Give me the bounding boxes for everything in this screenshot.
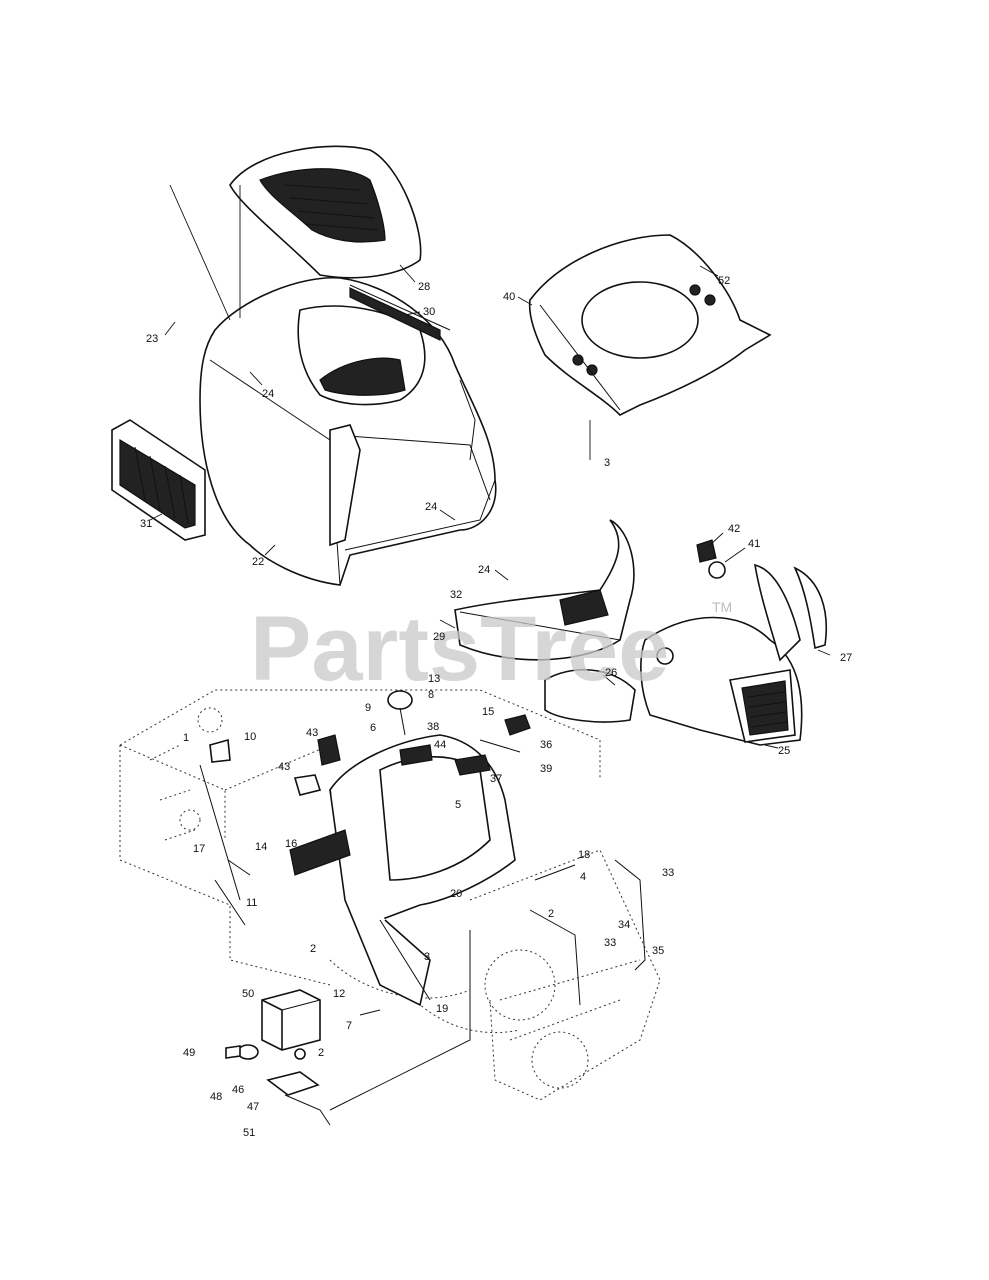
callout-5: 5 <box>455 799 461 811</box>
callout-11: 11 <box>246 897 257 909</box>
callout-6: 6 <box>370 722 376 734</box>
callout-3: 3 <box>604 457 610 469</box>
callout-25: 25 <box>778 745 790 757</box>
callout-26: 26 <box>605 667 617 679</box>
callout-34: 34 <box>618 919 630 931</box>
callout-12: 12 <box>333 988 345 1000</box>
hood-rear-panel <box>528 234 772 416</box>
callout-14: 14 <box>255 841 267 853</box>
callout-51: 51 <box>243 1127 255 1139</box>
callout-22: 22 <box>252 556 264 568</box>
callout-27: 27 <box>840 652 852 664</box>
watermark-trademark: TM <box>712 599 732 615</box>
callout-1: 1 <box>183 732 189 744</box>
callout-47: 47 <box>247 1101 259 1113</box>
leader-lines <box>149 184 831 749</box>
callout-8: 8 <box>428 689 434 701</box>
callout-33: 33 <box>662 867 674 879</box>
callout-33: 33 <box>604 937 616 949</box>
callout-2: 2 <box>310 943 316 955</box>
callout-24: 24 <box>478 564 490 576</box>
callout-30: 30 <box>423 306 435 318</box>
callout-39: 39 <box>540 763 552 775</box>
callout-2: 2 <box>318 1047 324 1059</box>
watermark-text: PartsTree <box>250 598 669 700</box>
callout-43: 43 <box>306 727 318 739</box>
callout-29: 29 <box>433 631 445 643</box>
callout-4: 4 <box>580 871 586 883</box>
callout-13: 13 <box>428 673 440 685</box>
callout-18: 18 <box>578 849 590 861</box>
callout-52: 52 <box>718 275 730 287</box>
callout-49: 49 <box>183 1047 195 1059</box>
callout-40: 40 <box>503 291 515 303</box>
callout-42: 42 <box>728 523 740 535</box>
callout-44: 44 <box>434 739 446 751</box>
hood-top-panel <box>229 145 422 279</box>
front-bumper <box>454 519 635 661</box>
callout-19: 19 <box>436 1003 448 1015</box>
callout-35: 35 <box>652 945 664 957</box>
callout-46: 46 <box>232 1084 244 1096</box>
callout-31: 31 <box>140 518 152 530</box>
callout-50: 50 <box>242 988 254 1000</box>
main-hood <box>199 276 497 586</box>
callout-labels: 28 30 23 24 31 22 24 24 32 40 52 3 42 41… <box>140 275 852 1139</box>
callout-41: 41 <box>748 538 760 550</box>
callout-24: 24 <box>425 501 437 513</box>
callout-37: 37 <box>490 773 502 785</box>
callout-28: 28 <box>418 281 430 293</box>
callout-2: 2 <box>548 908 554 920</box>
side-grille-insert <box>111 419 206 541</box>
hood-bumper-bracket <box>696 539 726 579</box>
callout-36: 36 <box>540 739 552 751</box>
dash-console <box>329 734 516 1007</box>
callout-9: 9 <box>365 702 371 714</box>
battery-assembly <box>225 930 471 1126</box>
callout-20: 20 <box>450 888 462 900</box>
callout-23: 23 <box>146 333 158 345</box>
callout-48: 48 <box>210 1091 222 1103</box>
callout-17: 17 <box>193 843 205 855</box>
callout-15: 15 <box>482 706 494 718</box>
callout-10: 10 <box>244 731 256 743</box>
callout-38: 38 <box>427 721 439 733</box>
front-nose-assembly <box>640 563 827 746</box>
small-hardware <box>199 690 646 1016</box>
callout-16: 16 <box>285 838 297 850</box>
callout-43: 43 <box>278 761 290 773</box>
callout-32: 32 <box>450 589 462 601</box>
callout-24: 24 <box>262 388 274 400</box>
callout-3: 3 <box>424 951 430 963</box>
callout-7: 7 <box>346 1020 352 1032</box>
